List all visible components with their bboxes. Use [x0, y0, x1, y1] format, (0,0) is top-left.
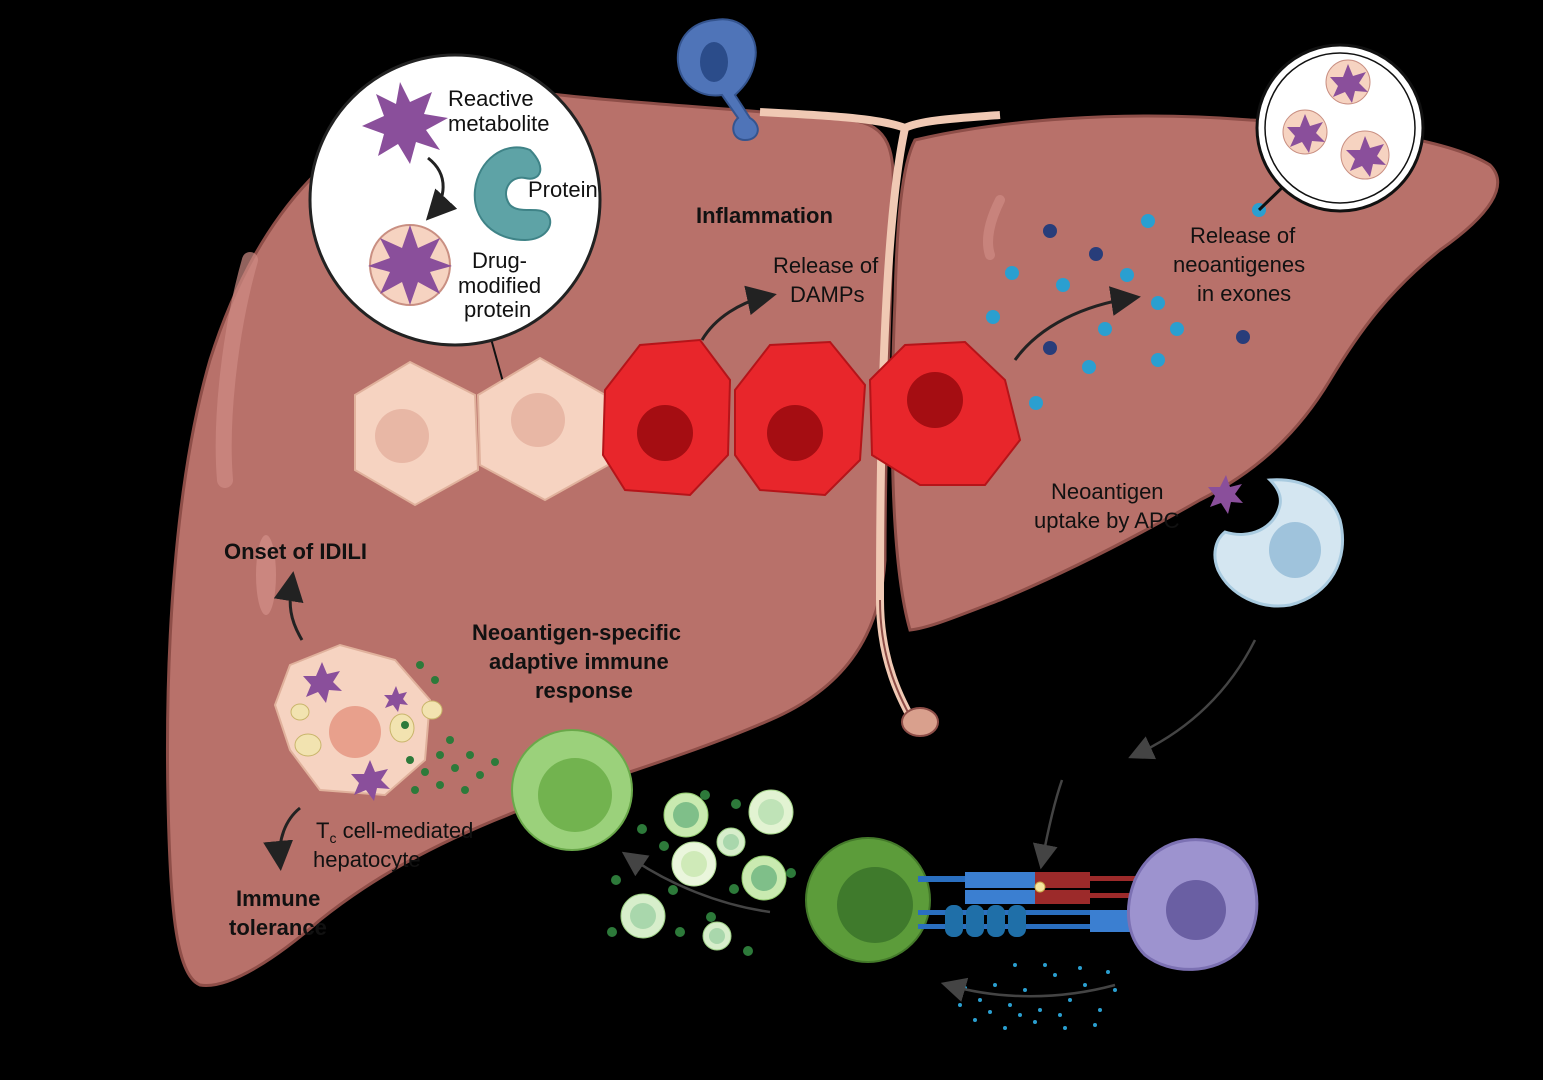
- tc-label-sub: c: [329, 830, 336, 846]
- damps-label-1: Release of: [773, 253, 879, 278]
- damaged-hepatocyte-cluster: [273, 643, 443, 801]
- cytotoxic-t-cell: [511, 729, 633, 851]
- cytokine-bubbles: [607, 789, 796, 956]
- helper-t-cell: [805, 837, 931, 963]
- protein-icon: [473, 146, 552, 242]
- onset-label: Onset of IDILI: [224, 539, 367, 564]
- cytokine-spray: [958, 963, 1117, 1030]
- neoantigenes-label-3: in exones: [1197, 281, 1291, 306]
- uptake-label-1: Neoantigen: [1051, 479, 1164, 504]
- reactive-metabolite-icon: [362, 82, 448, 164]
- tolerance-label-1: Immune: [236, 886, 320, 911]
- granule-dots: [401, 661, 499, 794]
- reactive-metabolite-label-2: metabolite: [448, 111, 550, 136]
- protein-label: Protein: [528, 177, 598, 202]
- drug-modified-label-2: modified: [458, 273, 541, 298]
- tcr-mhc-complex: [918, 872, 1158, 937]
- tc-label-rest: cell-mediated: [336, 818, 473, 843]
- drug-modified-label-1: Drug-: [472, 248, 527, 273]
- neoantigen-icon: [1208, 475, 1243, 514]
- inflammation-label: Inflammation: [696, 203, 833, 228]
- uptake-label-2: uptake by APC: [1034, 508, 1180, 533]
- neoantigen-particles: [986, 203, 1266, 410]
- damaged-hepatocytes: [601, 338, 1022, 497]
- adaptive-label-2: adaptive immune: [489, 649, 669, 674]
- tc-label-line2: hepatocyte: [313, 847, 421, 872]
- tolerance-label-2: tolerance: [229, 915, 327, 940]
- metabolite-inset: Reactive metabolite Protein Drug- modifi…: [308, 53, 602, 405]
- neoantigenes-label-1: Release of: [1190, 223, 1296, 248]
- neoantigen-inset: [1255, 43, 1425, 213]
- macrophage-cell: [676, 18, 759, 142]
- neoantigenes-label-2: neoantigenes: [1173, 252, 1305, 277]
- drug-modified-label-3: protein: [464, 297, 531, 322]
- adaptive-label-1: Neoantigen-specific: [472, 620, 681, 645]
- tc-label-line1: Tc cell-mediated: [316, 818, 473, 846]
- tc-label-t: T: [316, 818, 329, 843]
- reactive-metabolite-label-1: Reactive: [448, 86, 534, 111]
- dendritic-cell: [1126, 838, 1259, 971]
- damps-label-2: DAMPs: [790, 282, 865, 307]
- adaptive-label-3: response: [535, 678, 633, 703]
- apc-cell: [1213, 478, 1345, 608]
- healthy-hepatocytes: [354, 356, 610, 507]
